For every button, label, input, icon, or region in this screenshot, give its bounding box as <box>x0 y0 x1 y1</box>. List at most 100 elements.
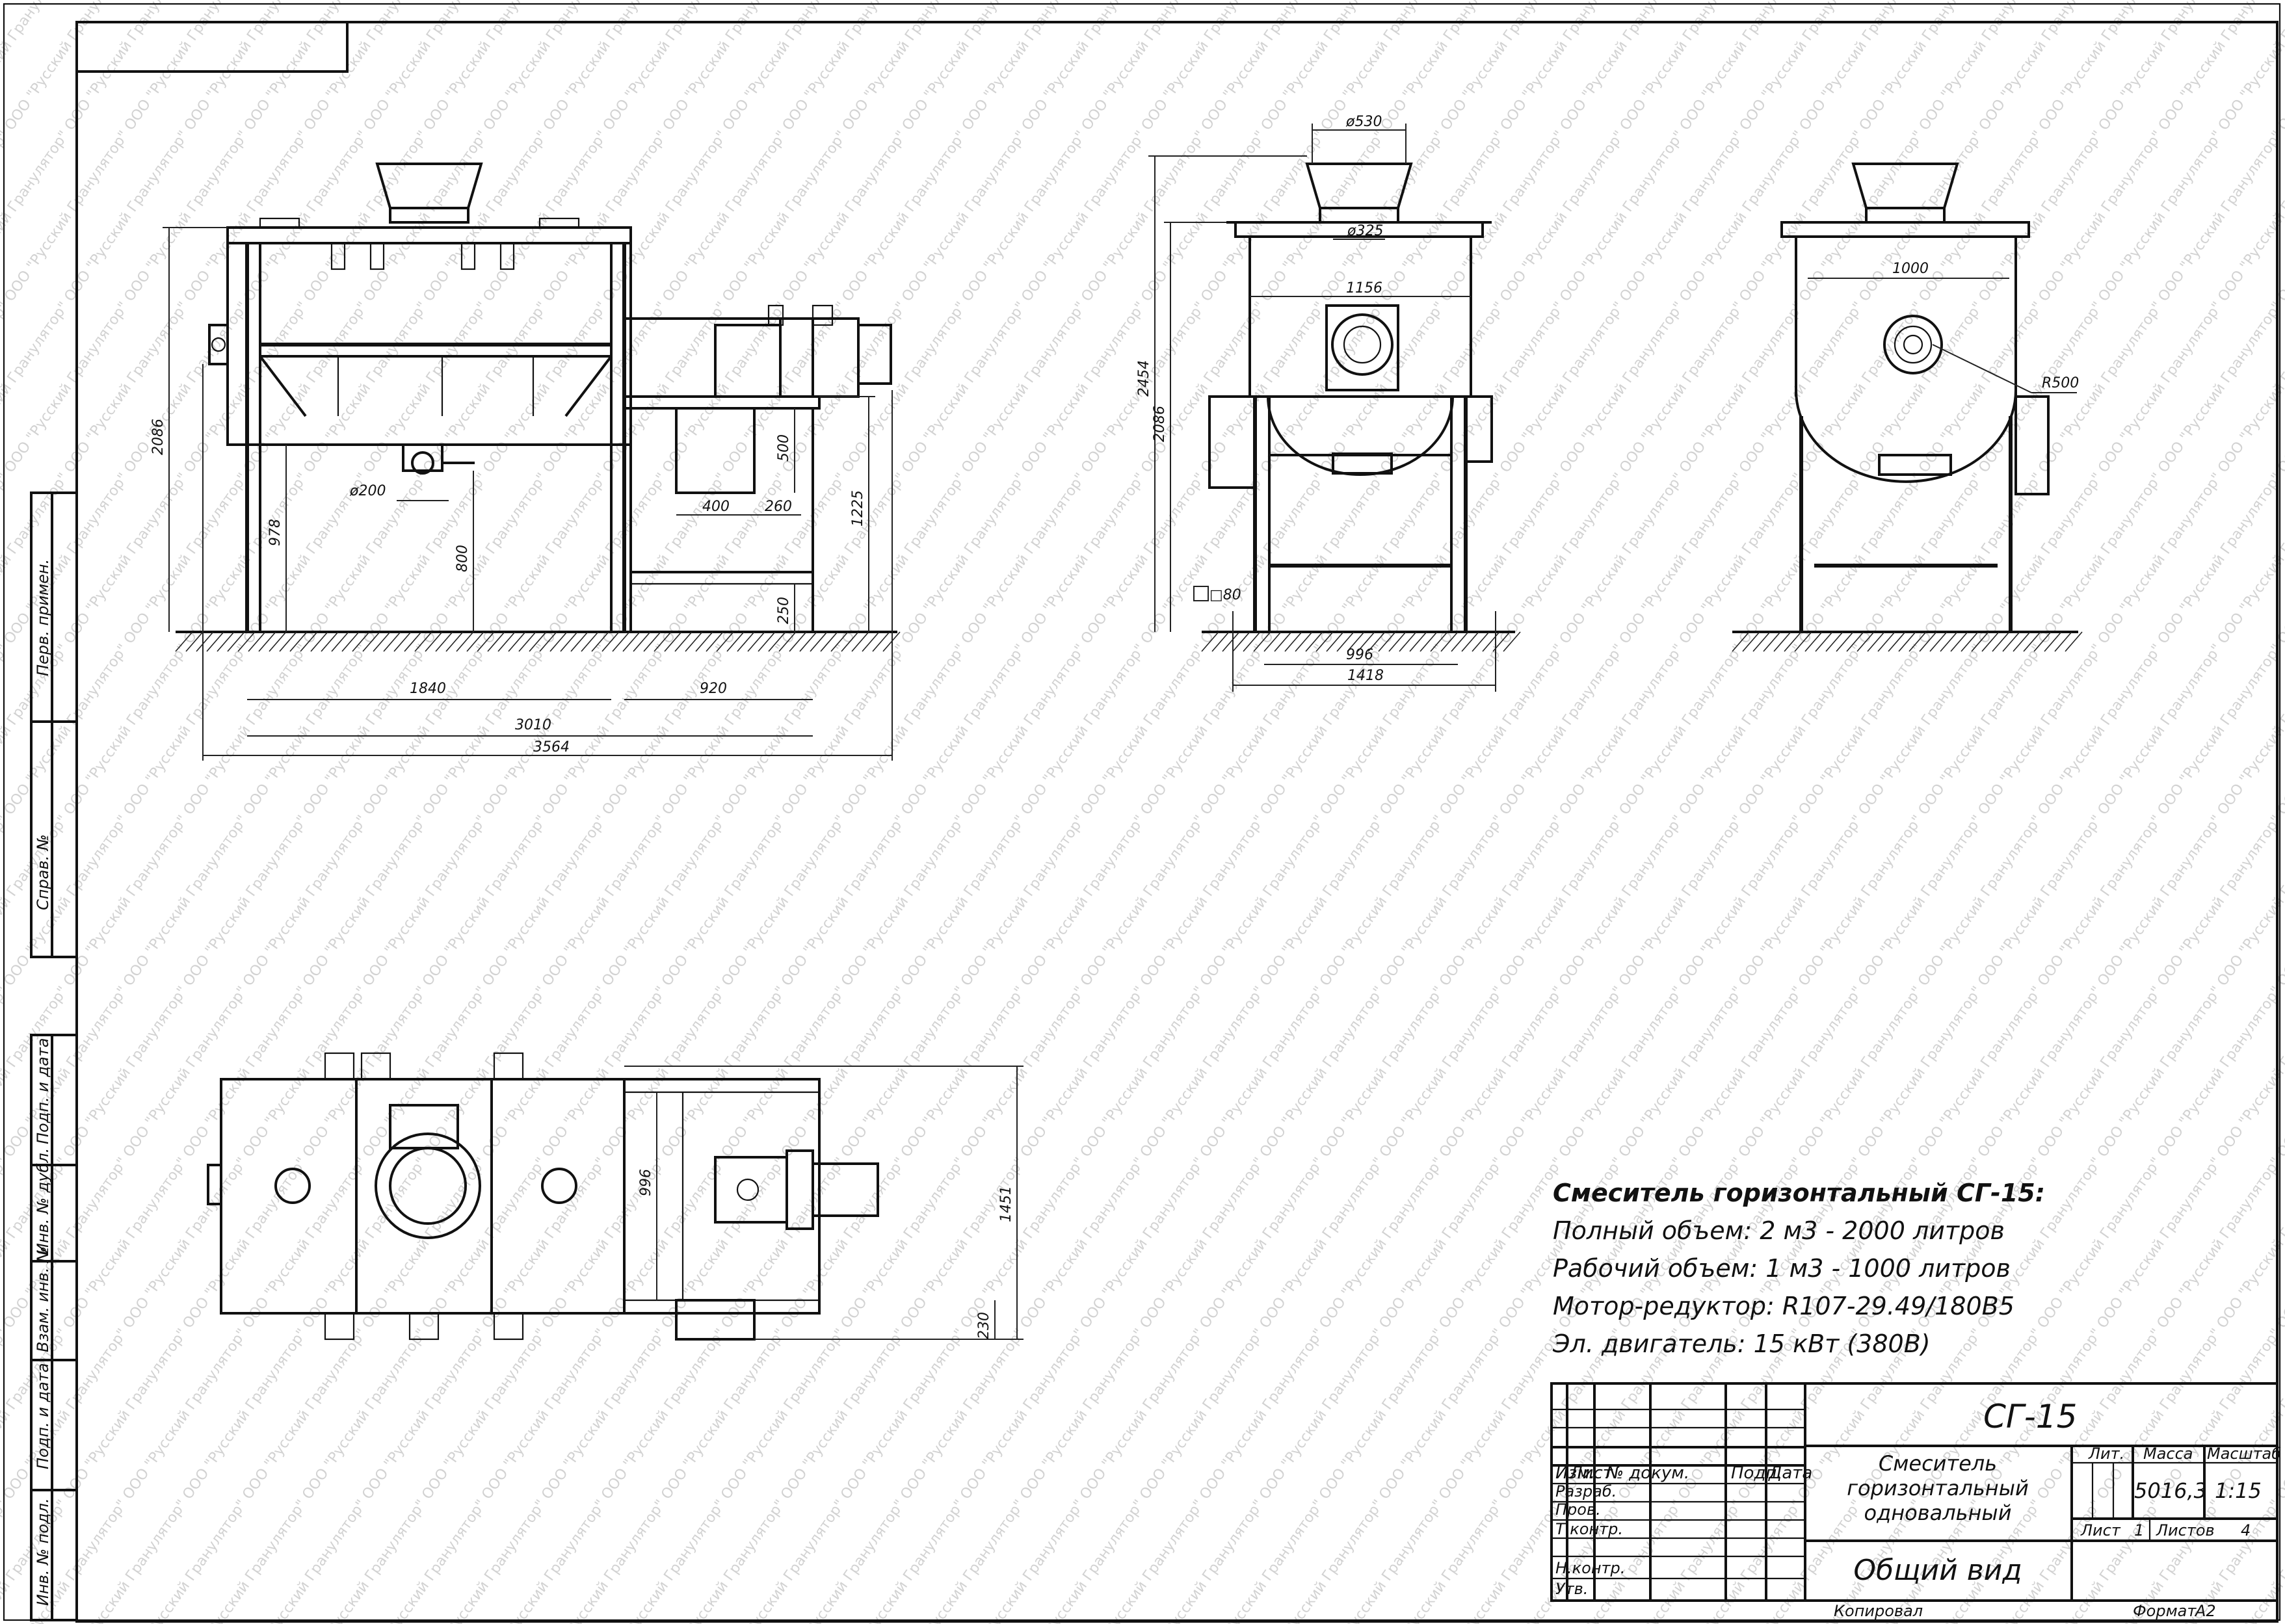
hatch-line <box>664 631 682 652</box>
dim-leg-width: 1418 <box>1347 668 1384 684</box>
hatch-line <box>331 631 349 652</box>
dim-neck-diameter: ø325 <box>1347 223 1383 239</box>
front-ground-hatch <box>175 631 901 652</box>
hatch-line <box>289 631 308 652</box>
hatch-line <box>2033 631 2052 652</box>
dim-motor-frame-length: 920 <box>700 681 727 697</box>
tb-row-nkontr: Н.контр. <box>1555 1559 1625 1577</box>
hatch-line <box>768 631 786 652</box>
hatch-line <box>747 631 765 652</box>
tb-col-date: Дата <box>1768 1463 1812 1483</box>
hatch-line <box>248 631 266 652</box>
hatch-line <box>862 631 880 652</box>
hatch-line <box>1856 631 1875 652</box>
hatch-line <box>674 631 693 652</box>
stamp-label-6: Подп. и дата <box>34 1363 52 1470</box>
hatch-line <box>1742 631 1760 652</box>
hatch-line <box>373 631 391 652</box>
hatch-line <box>518 631 536 652</box>
tb-format-value: А2 <box>2194 1602 2216 1620</box>
spec-line-work-volume: Рабочий объем: 1 м3 - 1000 литров <box>1553 1254 2011 1283</box>
tb-row-prov: Пров. <box>1555 1500 1601 1519</box>
hatch-line <box>1347 631 1365 652</box>
hatch-line <box>1399 631 1417 652</box>
hatch-line <box>1388 631 1407 652</box>
tb-scale-value: 1:15 <box>2215 1478 2262 1503</box>
dim-motor-frame-width: 400 <box>702 499 730 515</box>
hatch-line <box>654 631 672 652</box>
hatch-line <box>227 631 245 652</box>
hatch-line <box>539 631 557 652</box>
stamp-label-1: Перв. примен. <box>34 559 52 676</box>
hatch-line <box>341 631 360 652</box>
hatch-line <box>1295 631 1313 652</box>
hatch-line <box>737 631 755 652</box>
hatch-line <box>830 631 849 652</box>
hatch-line <box>1950 631 1968 652</box>
tb-sheet-value: 1 <box>2134 1521 2144 1539</box>
front-dimensions: 2086 978 800 ø200 400 260 500 1225 250 1… <box>150 227 893 761</box>
hatch-line <box>1367 631 1386 652</box>
hatch-line <box>758 631 776 652</box>
hatch-line <box>706 631 724 652</box>
dim-side-tank-height: 2086 <box>1152 406 1168 442</box>
hatch-line <box>508 631 526 652</box>
hatch-line <box>404 631 422 652</box>
tb-copied: Копировал <box>1834 1602 1923 1620</box>
tb-format-label: Формат <box>2133 1602 2197 1620</box>
hatch-line <box>1409 631 1427 652</box>
hatch-line <box>1846 631 1864 652</box>
hatch-line <box>2044 631 2062 652</box>
hatch-line <box>1898 631 1916 652</box>
hatch-line <box>456 631 474 652</box>
hatch-line <box>352 631 370 652</box>
hatch-line <box>362 631 380 652</box>
dim-front-height: 2086 <box>150 419 166 455</box>
tb-scale-label: Масштаб <box>2207 1445 2281 1463</box>
tb-name-3: одновальный <box>1864 1500 2012 1525</box>
stamp-label-5: Взам. инв. № <box>34 1246 52 1352</box>
hatch-line <box>1274 631 1292 652</box>
hatch-line <box>466 631 484 652</box>
hatch-line <box>695 631 713 652</box>
hatch-line <box>1763 631 1781 652</box>
hatch-line <box>2013 631 2031 652</box>
hatch-line <box>1211 631 1230 652</box>
end-dimensions: 1000 R500 <box>1808 261 2079 393</box>
tb-name-2: горизонтальный <box>1847 1476 2029 1500</box>
spec-title: Смеситель горизонтальный СГ-15: <box>1553 1179 2045 1207</box>
hatch-line <box>1503 631 1521 652</box>
end-ground-hatch <box>1732 631 2083 652</box>
tb-col-sign: Подп. <box>1731 1463 1782 1483</box>
hatch-line <box>217 631 235 652</box>
tb-name-1: Смеситель <box>1879 1451 1997 1476</box>
hatch-line <box>591 631 609 652</box>
hatch-line <box>425 631 443 652</box>
hatch-line <box>872 631 890 652</box>
stamp-label-3: Подп. и дата <box>34 1038 52 1145</box>
hatch-line <box>1461 631 1479 652</box>
hatch-line <box>1804 631 1823 652</box>
hatch-line <box>196 631 214 652</box>
hatch-line <box>2002 631 2020 652</box>
dim-total-length: 3564 <box>533 739 570 755</box>
spec-line-full-volume: Полный объем: 2 м3 - 2000 литров <box>1553 1216 2005 1245</box>
hatch-line <box>1305 631 1323 652</box>
dim-motor-platform-height: 1225 <box>850 490 866 527</box>
hatch-line <box>1877 631 1895 652</box>
hatch-line <box>726 631 745 652</box>
hatch-line <box>1357 631 1375 652</box>
hatch-line <box>1326 631 1344 652</box>
specs-block: Смеситель горизонтальный СГ-15: Полный о… <box>1553 1174 2045 1363</box>
spec-line-gearmotor: Мотор-редуктор: R107-29.49/180В5 <box>1553 1292 2014 1320</box>
tb-col-izm: Изм. <box>1555 1463 1595 1483</box>
hatch-line <box>321 631 339 652</box>
stamp-label-7: Инв. № подл. <box>34 1498 52 1606</box>
hatch-line <box>1284 631 1302 652</box>
stamp-label-2: Справ. № <box>34 834 52 910</box>
dim-body-length: 3010 <box>515 717 551 733</box>
hatch-line <box>643 631 661 652</box>
hatch-line <box>1992 631 2010 652</box>
hatch-line <box>1794 631 1812 652</box>
